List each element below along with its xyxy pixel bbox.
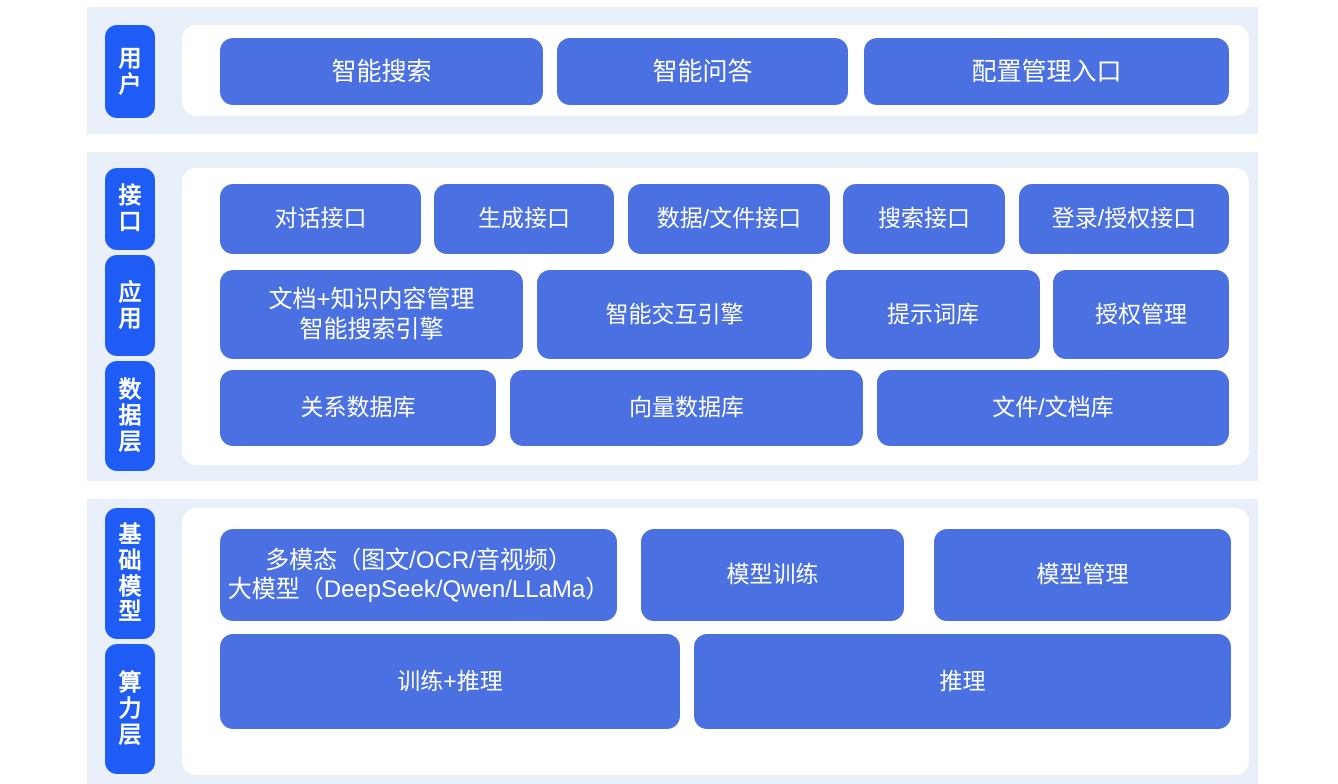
box-config-management-entry[interactable]: 配置管理入口 [864, 38, 1229, 105]
box-intelligent-search[interactable]: 智能搜索 [220, 38, 543, 105]
layer-band-infrastructure: 基础模型 算力层 多模态（图文/OCR/音视频） 大模型（DeepSeek/Qw… [87, 499, 1258, 784]
box-dialog-api[interactable]: 对话接口 [220, 184, 421, 254]
box-model-management[interactable]: 模型管理 [934, 529, 1231, 621]
box-inference[interactable]: 推理 [694, 634, 1231, 729]
tab-column-infrastructure: 基础模型 算力层 [87, 499, 182, 784]
layer-tab-interface[interactable]: 接口 [105, 168, 155, 250]
layer-tab-compute[interactable]: 算力层 [105, 644, 155, 774]
layer-tab-data-label: 数据层 [118, 376, 142, 454]
box-search-api[interactable]: 搜索接口 [843, 184, 1005, 254]
box-authorization-management[interactable]: 授权管理 [1053, 270, 1229, 359]
layer-band-user: 用户 智能搜索 智能问答 配置管理入口 [87, 7, 1258, 134]
box-data-file-api[interactable]: 数据/文件接口 [628, 184, 830, 254]
box-multimodal-large-model[interactable]: 多模态（图文/OCR/音视频） 大模型（DeepSeek/Qwen/LLaMa） [220, 529, 617, 621]
box-document-knowledge-management[interactable]: 文档+知识内容管理 智能搜索引擎 [220, 270, 523, 359]
layer-tab-compute-label: 算力层 [118, 669, 142, 747]
panel-user: 智能搜索 智能问答 配置管理入口 [182, 25, 1249, 116]
layer-tab-user[interactable]: 用户 [105, 25, 155, 118]
layer-tab-interface-label: 接口 [118, 182, 142, 234]
box-intelligent-interaction-engine[interactable]: 智能交互引擎 [537, 270, 812, 359]
layer-tab-data[interactable]: 数据层 [105, 361, 155, 471]
box-model-training[interactable]: 模型训练 [641, 529, 904, 621]
box-prompt-library[interactable]: 提示词库 [826, 270, 1040, 359]
layer-tab-application[interactable]: 应用 [105, 255, 155, 356]
layer-tab-foundation-model-label: 基础模型 [118, 521, 142, 625]
layer-tab-user-label: 用户 [118, 44, 142, 97]
layer-tab-foundation-model[interactable]: 基础模型 [105, 508, 155, 639]
panel-middle: 对话接口 生成接口 数据/文件接口 搜索接口 登录/授权接口 文档+知识内容管理… [182, 168, 1249, 465]
tab-column-middle: 接口 应用 数据层 [87, 152, 182, 481]
box-file-document-store[interactable]: 文件/文档库 [877, 370, 1229, 446]
box-vector-database[interactable]: 向量数据库 [510, 370, 863, 446]
panel-infrastructure: 多模态（图文/OCR/音视频） 大模型（DeepSeek/Qwen/LLaMa）… [182, 508, 1249, 775]
box-generation-api[interactable]: 生成接口 [434, 184, 614, 254]
layer-tab-application-label: 应用 [118, 278, 142, 331]
tab-column-user: 用户 [87, 7, 182, 134]
layer-band-middle: 接口 应用 数据层 对话接口 生成接口 数据/文件接口 搜索接口 登录/授权接口… [87, 152, 1258, 481]
box-login-auth-api[interactable]: 登录/授权接口 [1019, 184, 1229, 254]
box-relational-database[interactable]: 关系数据库 [220, 370, 496, 446]
box-training-plus-inference[interactable]: 训练+推理 [220, 634, 680, 729]
box-intelligent-qa[interactable]: 智能问答 [557, 38, 848, 105]
